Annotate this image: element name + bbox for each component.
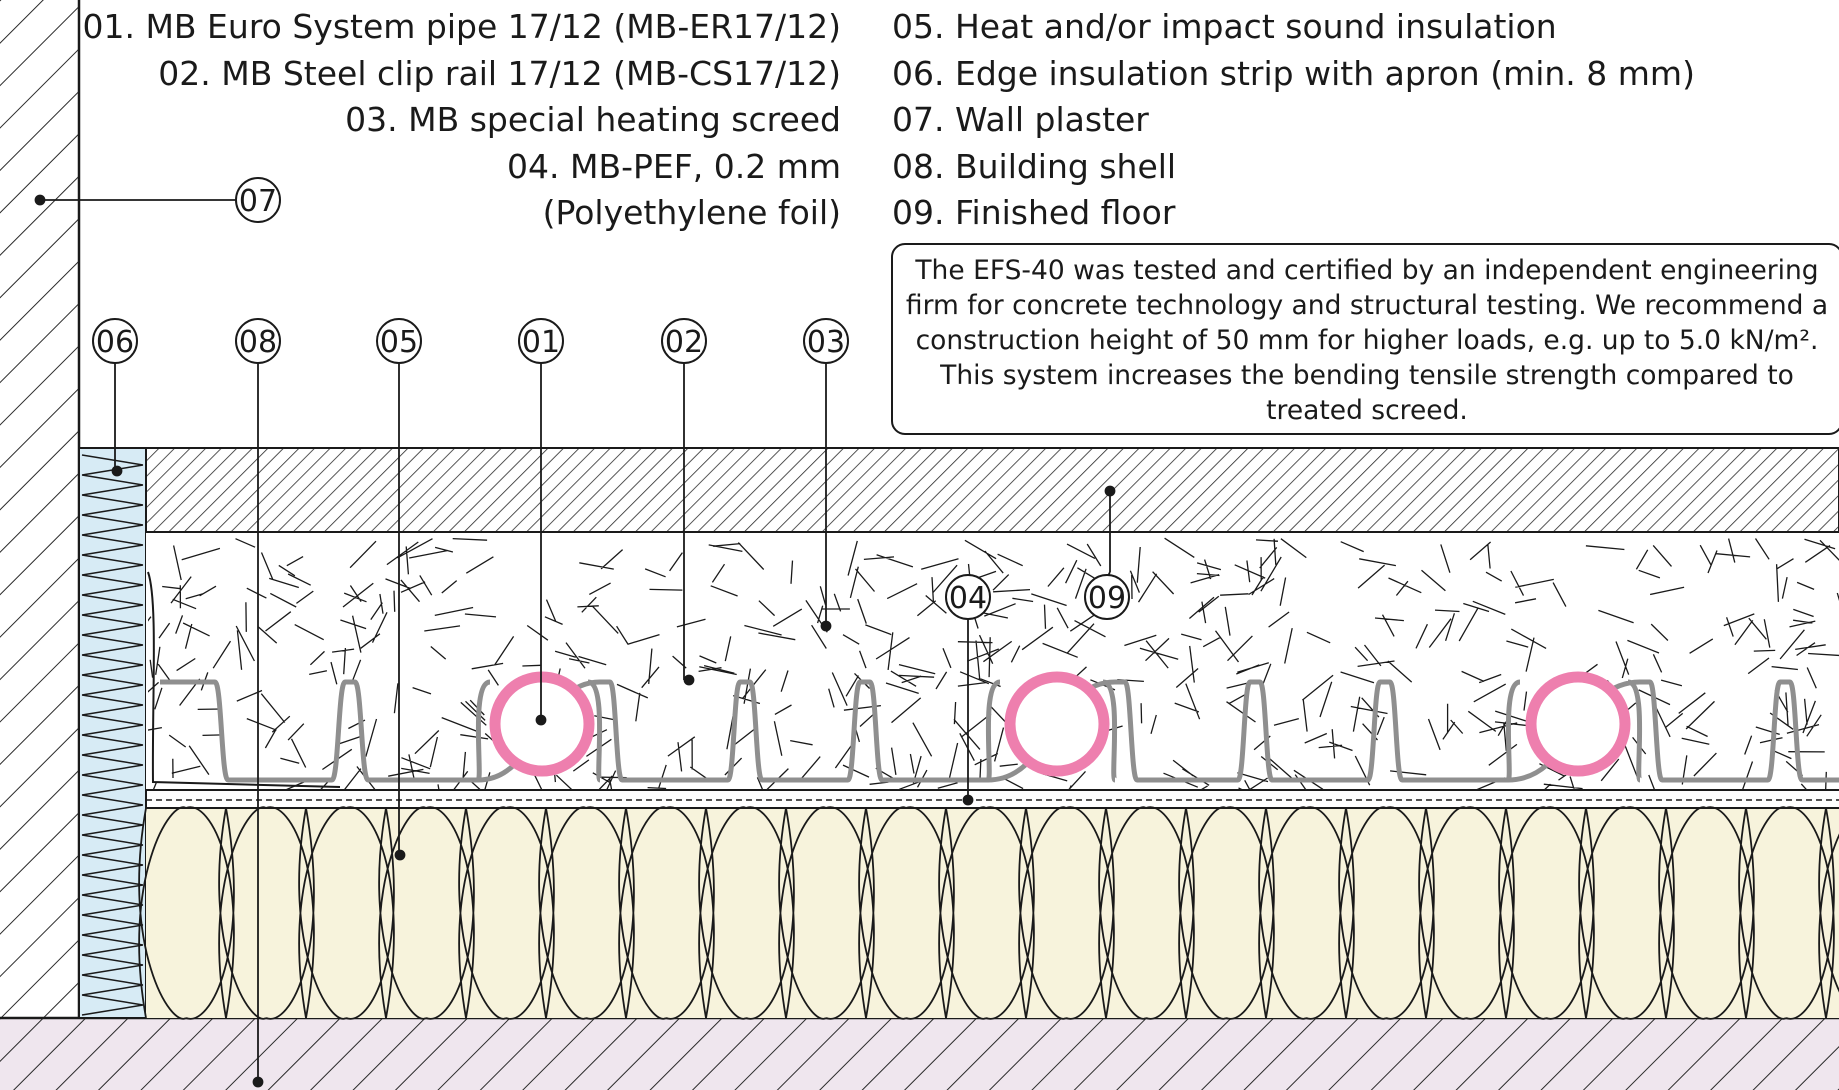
callout-08: 08 — [235, 318, 281, 364]
legend-left: 01. MB Euro System pipe 17/12 (MB-ER17/1… — [82, 4, 841, 237]
callout-01: 01 — [518, 318, 564, 364]
callout-07: 07 — [235, 177, 281, 223]
legend-item-02: 02. MB Steel clip rail 17/12 (MB-CS17/12… — [158, 53, 841, 93]
heating-pipes — [489, 671, 1631, 777]
legend-item-08: 08. Building shell — [892, 146, 1177, 186]
certification-note: The EFS-40 was tested and certified by a… — [891, 243, 1839, 435]
insulation-pattern — [138, 806, 1839, 1020]
heating-pipe — [1004, 671, 1110, 777]
legend-item-04: 04. MB-PEF, 0.2 mm — [507, 146, 841, 186]
legend-item-05: 05. Heat and/or impact sound insulation — [892, 7, 1557, 46]
legend-item-09: 09. Finished floor — [892, 193, 1176, 232]
svg-text:07: 07 — [239, 184, 277, 219]
legend-item-03: 03. MB special heating screed — [345, 100, 841, 139]
svg-text:01: 01 — [522, 325, 560, 360]
building-shell — [0, 1018, 1839, 1090]
svg-text:03: 03 — [807, 325, 845, 360]
wall-plaster — [0, 0, 79, 1018]
sound-insulation — [146, 808, 1839, 1018]
callout-05: 05 — [376, 318, 422, 364]
heating-pipe — [1525, 671, 1631, 777]
legend-item-04-detail: (Polyethylene foil) — [542, 193, 841, 232]
legend-right: 05. Heat and/or impact sound insulation … — [892, 4, 1695, 237]
edge-strip-zigzag — [81, 454, 144, 1016]
callout-06: 06 — [92, 318, 138, 364]
legend-item-01: 01. MB Euro System pipe 17/12 (MB-ER17/1… — [82, 7, 841, 46]
svg-text:05: 05 — [380, 325, 418, 360]
svg-text:06: 06 — [96, 325, 134, 360]
svg-text:04: 04 — [949, 581, 987, 616]
edge-strip-pattern — [81, 454, 144, 1016]
callout-09: 09 — [1084, 574, 1130, 620]
svg-text:02: 02 — [665, 325, 703, 360]
leader-lines — [34, 194, 1116, 1088]
svg-text:09: 09 — [1088, 581, 1126, 616]
finished-floor — [145, 447, 1839, 533]
callout-04: 04 — [945, 574, 991, 620]
edge-strip-apron — [147, 571, 341, 788]
callout-03: 03 — [803, 318, 849, 364]
callout-02: 02 — [661, 318, 707, 364]
legend-item-07: 07. Wall plaster — [892, 100, 1149, 139]
svg-text:08: 08 — [239, 325, 277, 360]
legend-item-06: 06. Edge insulation strip with apron (mi… — [892, 53, 1695, 93]
